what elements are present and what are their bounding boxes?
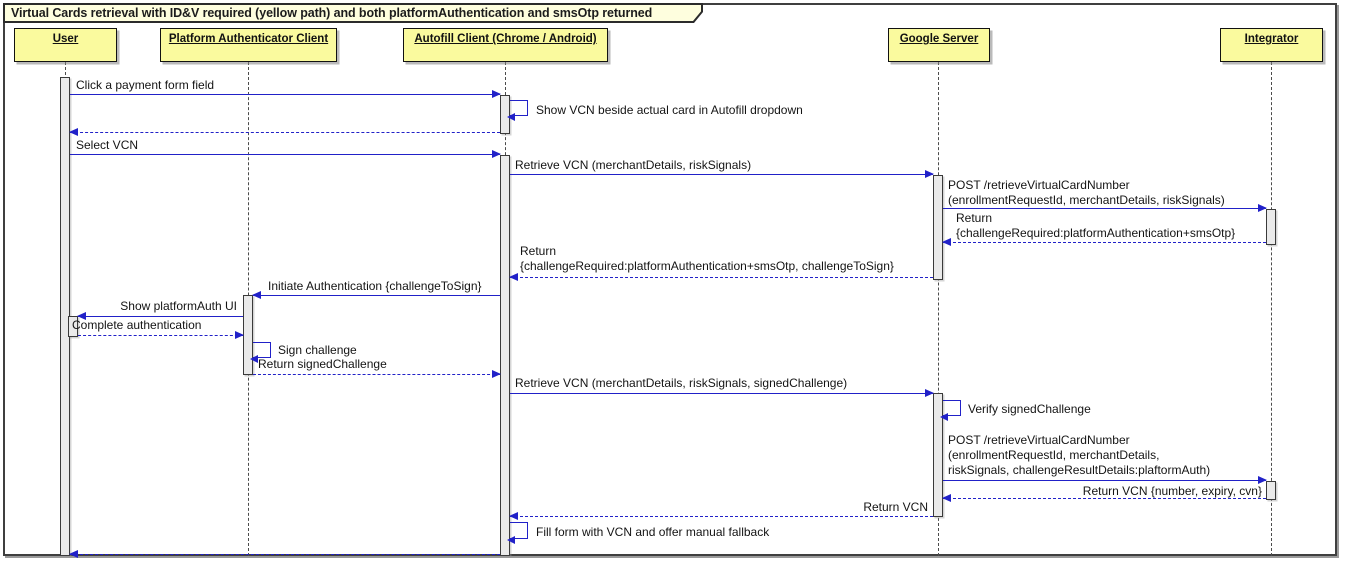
self-msg-sign-challenge [250,342,271,363]
msg-return-vcn: Return VCN [863,500,928,514]
arrow-post-2 [943,476,1267,484]
participant-google-label: Google Server [899,33,979,45]
diagram-title: Virtual Cards retrieval with ID&V requir… [11,6,653,20]
participant-platform: Platform Authenticator Client [160,28,337,62]
participant-user: User [14,28,117,62]
msg-return-vcn-full: Return VCN {number, expiry, cvn} [1082,484,1262,498]
participant-autofill-label: Autofill Client (Chrome / Android) [414,33,597,45]
msg-return-challenge-line2: {challengeRequired:platformAuthenticatio… [956,226,1236,240]
msg-verify-challenge: Verify signedChallenge [968,402,1091,416]
arrow-click-payment-field [70,90,501,98]
arrow-return-vcn-full [942,494,1266,502]
participant-integrator: Integrator [1220,28,1323,62]
activation-platform [243,295,253,375]
lifeline-google [938,62,939,556]
msg-return-signed: Return signedChallenge [258,357,387,371]
activation-integrator-1 [1266,209,1276,245]
msg-post-2-line2: (enrollmentRequestId, merchantDetails, [948,448,1160,462]
activation-google-1 [933,175,943,280]
arrow-return-signed [253,370,501,378]
arrow-return-challenge [942,238,1266,246]
msg-initiate-auth: Initiate Authentication {challengeToSign… [268,279,482,293]
arrow-select-vcn [70,150,501,158]
diagram-frame [3,3,1337,556]
participant-platform-label: Platform Authenticator Client [168,33,329,45]
arrow-initiate-auth [252,291,500,299]
msg-show-platform-auth: Show platformAuth UI [120,299,237,313]
arrow-return-challenge2 [509,273,933,281]
self-msg-verify-challenge [940,400,961,421]
msg-post-2-line3: riskSignals, challengeResultDetails:plaf… [948,463,1211,477]
msg-show-vcn: Show VCN beside actual card in Autofill … [536,103,803,117]
participant-google: Google Server [888,28,990,62]
arrow-post-1 [943,204,1267,212]
msg-select-vcn: Select VCN [76,138,139,152]
arrow-retrieve-vcn-1 [510,170,934,178]
arrow-return-vcn [509,512,933,520]
msg-post-1-line2: (enrollmentRequestId, merchantDetails, r… [948,193,1225,207]
arrow-retrieve-vcn-2 [510,389,934,397]
self-msg-fill-form [507,522,528,544]
msg-retrieve-vcn-2: Retrieve VCN (merchantDetails, riskSigna… [515,376,848,390]
msg-return-challenge2-line2: {challengeRequired:platformAuthenticatio… [520,259,894,273]
lifeline-integrator [1271,62,1272,556]
arrow-complete-auth [78,331,244,339]
activation-integrator-2 [1266,481,1276,500]
arrow-return-dropdown [69,128,500,136]
msg-return-challenge2-line1: Return [520,244,557,258]
activation-user-nested [68,316,78,337]
participant-user-label: User [52,33,79,45]
arrow-final-return [69,550,500,558]
participant-integrator-label: Integrator [1244,33,1299,45]
self-msg-show-vcn [507,100,528,121]
msg-fill-form: Fill form with VCN and offer manual fall… [536,525,770,539]
msg-complete-auth: Complete authentication [72,318,202,332]
diagram-title-box: Virtual Cards retrieval with ID&V requir… [3,3,703,23]
msg-return-challenge-line1: Return [956,211,993,225]
msg-post-1-line1: POST /retrieveVirtualCardNumber [948,178,1130,192]
msg-retrieve-vcn-1: Retrieve VCN (merchantDetails, riskSigna… [515,158,752,172]
msg-click-payment-field: Click a payment form field [76,78,215,92]
msg-post-2-line1: POST /retrieveVirtualCardNumber [948,433,1130,447]
msg-sign-challenge: Sign challenge [278,343,357,357]
activation-autofill-2 [500,155,510,556]
activation-google-2 [933,393,943,517]
participant-autofill: Autofill Client (Chrome / Android) [403,28,608,62]
arrow-show-platform-auth [77,312,243,320]
